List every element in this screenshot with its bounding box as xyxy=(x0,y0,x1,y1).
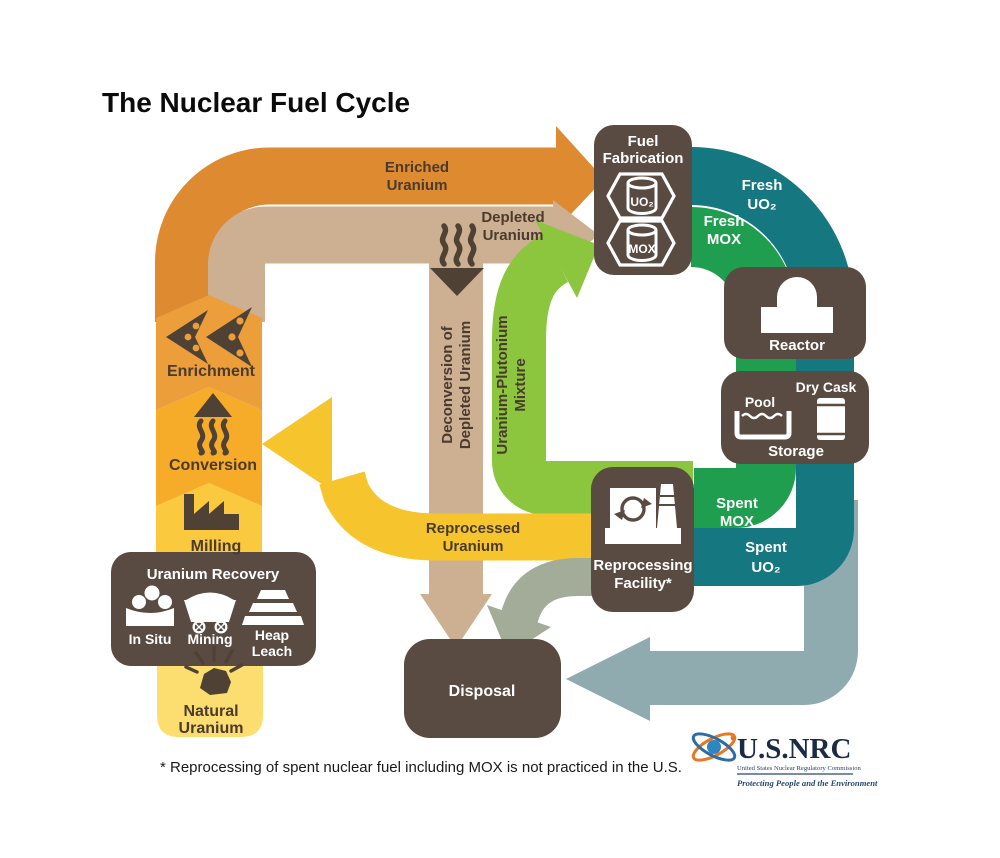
mox-pellet-icon xyxy=(606,219,676,267)
reprocessing-facility-box: Reprocessing Facility* xyxy=(591,467,694,612)
milling-factory-icon xyxy=(184,494,239,530)
uranium-plutonium-label-2: Mixture xyxy=(512,358,529,411)
spent-uo2-label-1: Spent xyxy=(745,539,787,556)
steel-arrowhead xyxy=(566,637,650,721)
yellow-band xyxy=(319,471,693,561)
uranium-plutonium-label-1: Uranium-Plutonium xyxy=(494,315,511,454)
usnrc-wordmark: U.S.NRC xyxy=(737,733,851,765)
dry-cask-icon xyxy=(817,398,845,440)
reactor-dome-icon xyxy=(761,277,833,333)
atom-icon xyxy=(691,732,737,762)
deconversion-label-2: Depleted Uranium xyxy=(457,321,474,449)
flow-deconversion-band xyxy=(420,240,492,648)
reprocessing-plant-icon xyxy=(605,484,681,544)
uranium-recovery-title: Uranium Recovery xyxy=(147,566,280,583)
fuel-fabrication-box: Fuel Fabrication UO₂ MOX xyxy=(594,125,692,275)
reprocessed-uranium-label-1: Reprocessed xyxy=(426,520,520,537)
fresh-uo2-label-2: UO₂ xyxy=(747,196,776,213)
usnrc-tagline: Protecting People and the Environment xyxy=(737,778,878,788)
flow-uranium-plutonium-band xyxy=(492,220,693,515)
uo2-pellet-icon xyxy=(606,172,676,220)
enriched-uranium-label-1: Enriched xyxy=(385,159,449,176)
fresh-uo2-label-1: Fresh xyxy=(742,177,783,194)
uo2-pellet-label: UO₂ xyxy=(630,195,653,209)
heap-leach-label-1: Heap xyxy=(255,627,289,643)
in-situ-label: In Situ xyxy=(129,631,172,647)
depleted-uranium-label-1: Depleted xyxy=(481,209,544,226)
reprocessed-uranium-label-2: Uranium xyxy=(443,538,504,555)
natural-uranium-icon xyxy=(184,645,244,695)
footnote: * Reprocessing of spent nuclear fuel inc… xyxy=(160,759,682,776)
fuel-fabrication-panel xyxy=(594,125,692,275)
yellow-arrowhead xyxy=(262,397,332,491)
heap-leach-label-2: Leach xyxy=(252,643,292,659)
in-situ-icon xyxy=(126,585,174,626)
enriched-uranium-label-2: Uranium xyxy=(387,177,448,194)
segment-conversion xyxy=(156,387,262,506)
fresh-mox-label-1: Fresh xyxy=(704,213,745,230)
spent-uo2-label-2: UO₂ xyxy=(751,559,780,576)
heat-squiggle-icon xyxy=(467,223,477,267)
fuel-fabrication-label-2: Fabrication xyxy=(603,150,684,167)
pool-icon xyxy=(734,411,792,440)
reprocessing-label-1: Reprocessing xyxy=(593,557,692,574)
pool-label: Pool xyxy=(745,394,775,410)
mox-pellet-label: MOX xyxy=(628,242,655,256)
conversion-icon xyxy=(194,393,232,456)
disposal-box: Disposal xyxy=(404,639,561,738)
enrichment-icon xyxy=(166,307,252,367)
page-title: The Nuclear Fuel Cycle xyxy=(102,87,410,118)
storage-panel xyxy=(721,371,869,464)
mining-cart-icon xyxy=(184,592,236,634)
storage-label: Storage xyxy=(768,443,824,460)
fresh-mox-label-2: MOX xyxy=(707,231,741,248)
disposal-panel xyxy=(404,639,561,738)
tan-band-horizontal xyxy=(208,206,554,322)
depleted-uranium-label-2: Uranium xyxy=(483,227,544,244)
usnrc-subtitle: United States Nuclear Regulatory Commiss… xyxy=(737,765,862,772)
conversion-label: Conversion xyxy=(169,457,257,474)
milling-label: Milling xyxy=(191,538,242,555)
disposal-label: Disposal xyxy=(449,683,516,700)
usnrc-logo: U.S.NRC United States Nuclear Regulatory… xyxy=(691,732,878,788)
lime-arrowhead xyxy=(535,220,599,298)
flow-reprocessed-uranium-band xyxy=(262,397,693,561)
steel-band xyxy=(648,500,858,705)
orange-arrowhead xyxy=(556,126,604,230)
deconversion-icon xyxy=(439,223,477,267)
down-arrow-icon xyxy=(430,268,484,296)
reprocessing-label-2: Facility* xyxy=(614,575,672,592)
uranium-recovery-box: Uranium Recovery In Situ Mining Heap Lea… xyxy=(111,552,316,666)
reactor-box: Reactor xyxy=(724,267,866,359)
spent-mox-label-2: MOX xyxy=(720,513,754,530)
storage-box: Dry Cask Pool Storage xyxy=(721,371,869,464)
flow-spent-fuel-to-disposal xyxy=(566,500,858,721)
natural-uranium-label-2: Uranium xyxy=(179,720,244,737)
enrichment-label: Enrichment xyxy=(167,363,256,380)
heat-squiggle-icon xyxy=(439,223,449,267)
flow-enriched-uranium-band xyxy=(155,126,604,322)
natural-uranium-label-1: Natural xyxy=(183,703,238,720)
lime-band xyxy=(492,233,693,515)
reactor-label: Reactor xyxy=(769,337,825,354)
fuel-fabrication-label-1: Fuel xyxy=(628,133,659,150)
heat-squiggle-icon xyxy=(453,223,463,267)
orange-band xyxy=(155,147,557,322)
heap-leach-icon xyxy=(242,590,304,625)
spent-mox-label-1: Spent xyxy=(716,495,758,512)
dry-cask-label: Dry Cask xyxy=(796,379,857,395)
deconversion-label-1: Deconversion of xyxy=(439,325,456,444)
mining-label: Mining xyxy=(187,631,232,647)
sage-band xyxy=(500,558,693,625)
tan-down-arrowhead xyxy=(420,594,492,648)
